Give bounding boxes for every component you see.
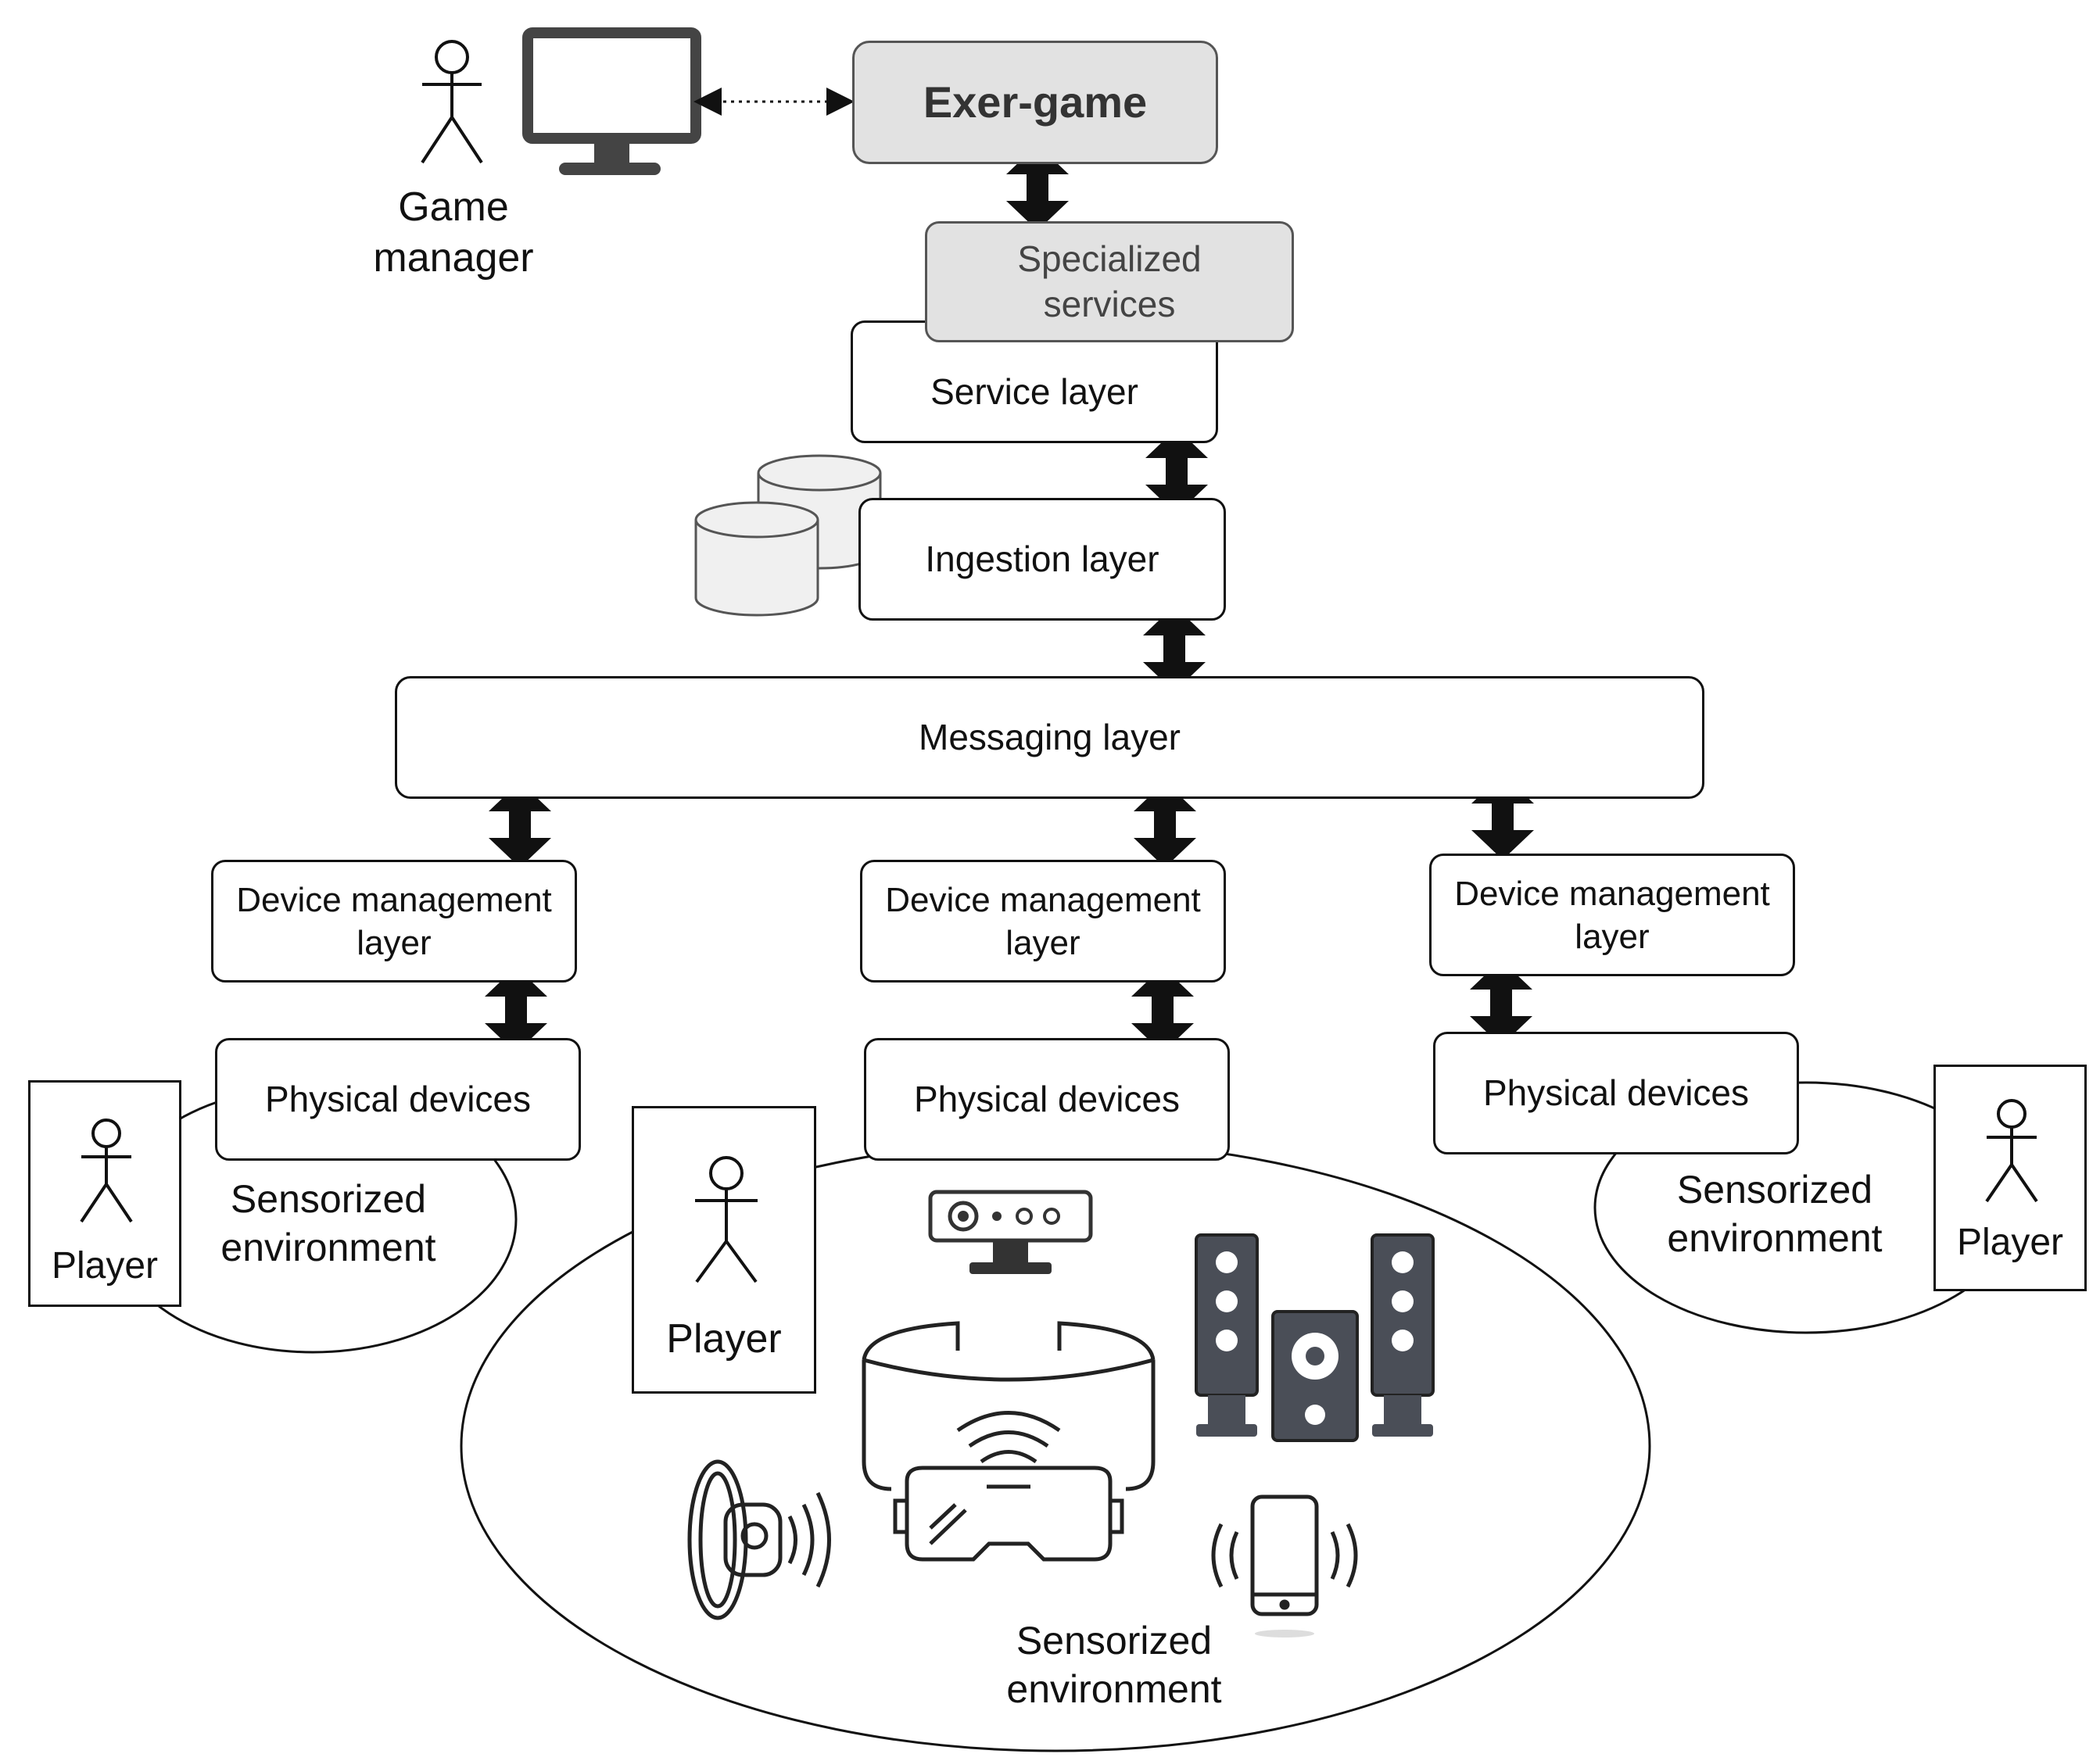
environment-label-center: Sensorized environment bbox=[1006, 1618, 1222, 1712]
service-layer-label: Service layer bbox=[930, 370, 1138, 412]
arrow-messaging-device-left bbox=[489, 782, 551, 868]
game-manager-label: Game manager bbox=[373, 184, 534, 281]
ingestion-layer-box: Ingestion layer bbox=[858, 498, 1226, 621]
arrow-device-physical-center bbox=[1131, 967, 1194, 1053]
arrow-device-physical-right bbox=[1470, 960, 1532, 1046]
arrow-messaging-device-center bbox=[1134, 782, 1196, 868]
arrow-exergame-specialized bbox=[1006, 145, 1069, 231]
exergame-box: Exer-game bbox=[852, 41, 1218, 164]
monitor-icon bbox=[522, 27, 701, 175]
bidirectional-arrows bbox=[485, 145, 1534, 1053]
camera-sensor-icon bbox=[928, 1190, 1093, 1274]
player-stick-figure-icon bbox=[80, 1119, 133, 1223]
specialized-services-box: Specialized services bbox=[925, 221, 1294, 342]
database-icon bbox=[694, 454, 882, 617]
exergame-label: Exer-game bbox=[923, 77, 1148, 127]
device-management-box-center: Device management layer bbox=[860, 860, 1226, 983]
physical-devices-box-left: Physical devices bbox=[215, 1038, 581, 1161]
messaging-layer-label: Messaging layer bbox=[919, 716, 1181, 757]
player-label-right: Player bbox=[1956, 1222, 2064, 1263]
environment-label-right: Sensorized environment bbox=[1667, 1167, 1883, 1261]
player-box-right: Player bbox=[1933, 1065, 2087, 1291]
device-management-box-left: Device management layer bbox=[211, 860, 577, 983]
player-box-center: Player bbox=[632, 1106, 816, 1394]
device-management-label-left: Device management layer bbox=[236, 880, 552, 962]
smartphone-icon bbox=[1211, 1494, 1358, 1638]
wristband-icon bbox=[687, 1459, 831, 1620]
environment-label-left: Sensorized environment bbox=[220, 1176, 436, 1270]
physical-devices-box-center: Physical devices bbox=[864, 1038, 1230, 1161]
physical-devices-box-right: Physical devices bbox=[1433, 1032, 1799, 1154]
device-management-label-center: Device management layer bbox=[885, 880, 1201, 962]
arrow-service-ingestion bbox=[1145, 428, 1208, 514]
speakers-icon bbox=[1195, 1233, 1435, 1442]
player-stick-figure-icon bbox=[1985, 1099, 2038, 1203]
messaging-layer-box: Messaging layer bbox=[395, 676, 1704, 799]
specialized-services-label: Specialized services bbox=[1017, 238, 1202, 324]
game-manager-stick-figure-icon bbox=[421, 40, 483, 164]
player-label-center: Player bbox=[666, 1315, 782, 1362]
physical-devices-label-right: Physical devices bbox=[1482, 1072, 1750, 1113]
vr-headset-icon bbox=[862, 1321, 1156, 1562]
device-management-label-right: Device management layer bbox=[1454, 874, 1770, 956]
device-management-box-right: Device management layer bbox=[1429, 854, 1795, 976]
player-stick-figure-icon bbox=[695, 1156, 758, 1283]
player-label-left: Player bbox=[51, 1245, 159, 1287]
ingestion-layer-label: Ingestion layer bbox=[925, 538, 1159, 579]
arrow-device-physical-left bbox=[485, 967, 547, 1053]
physical-devices-label-center: Physical devices bbox=[913, 1078, 1181, 1119]
player-box-left: Player bbox=[28, 1080, 181, 1307]
physical-devices-label-left: Physical devices bbox=[264, 1078, 532, 1119]
arrow-ingestion-messaging bbox=[1143, 606, 1206, 692]
